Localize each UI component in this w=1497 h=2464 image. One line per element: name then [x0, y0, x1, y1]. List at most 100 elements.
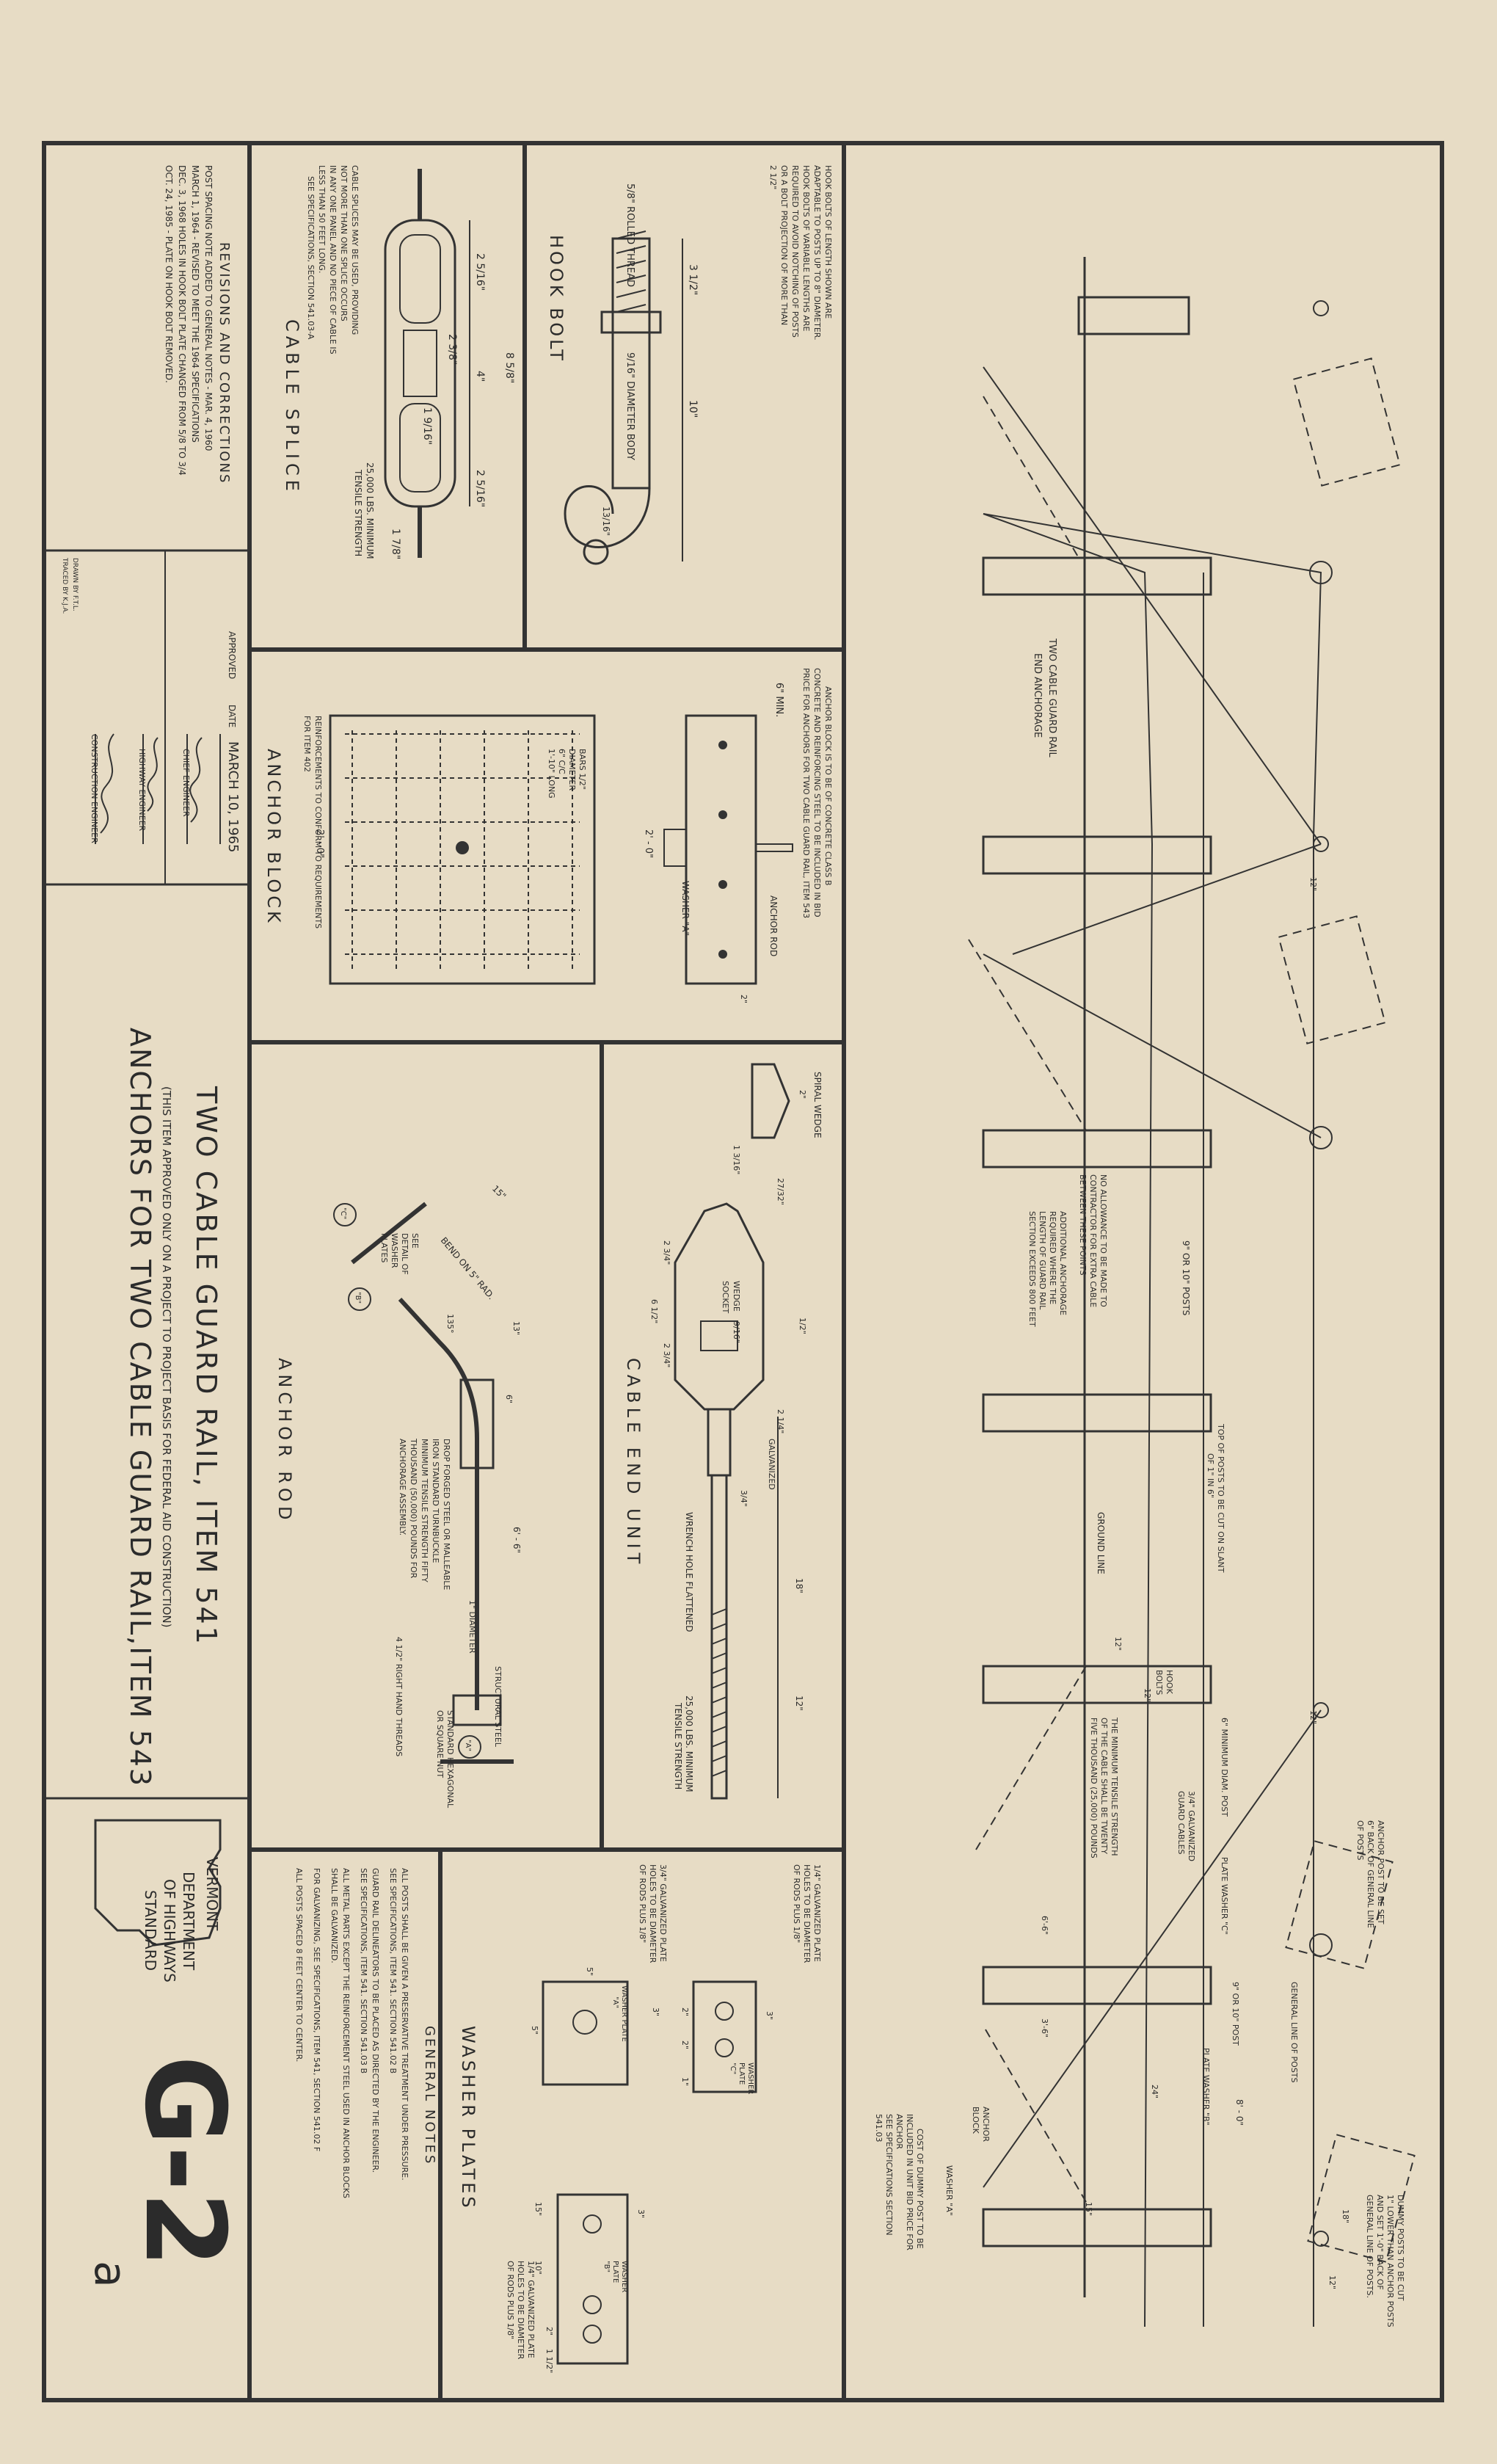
anchor-block-label-2: BLOCK	[971, 2107, 980, 2134]
note-a-2: HOLES TO BE DIAMETER	[648, 1864, 658, 1963]
see-detail-2: DETAIL OF	[400, 1233, 409, 1275]
dummy-posts-3: AND SET 1'-0" BACK OF	[1375, 2195, 1385, 2290]
bars-label-2: DIAMETER	[567, 749, 577, 791]
cable-splice-title: CABLE SPLICE	[282, 319, 302, 495]
washer-dim-4: 1"	[680, 2077, 690, 2086]
washer-a-elev-label: WASHER "A"	[944, 2165, 954, 2216]
general-notes-heading: GENERAL NOTES	[422, 2026, 437, 2165]
nut-label-2: OR SQUARE NUT	[435, 1710, 445, 1778]
see-detail-4: PLATES	[379, 1233, 389, 1262]
end-dim-2: 1 3/16"	[732, 1145, 741, 1174]
revision-line-2: MARCH 1, 1964 - REVISED TO MEET THE 1964…	[190, 165, 200, 443]
anchor-post-3: OF POSTS	[1355, 1820, 1365, 1860]
splice-dim-3: 2 3/8"	[446, 334, 458, 365]
washer-plate-c	[692, 1980, 757, 2093]
hook-note-1: HOOK BOLTS OF LENGTH SHOWN ARE	[823, 165, 833, 319]
plate-washer-c-label: PLATE WASHER "C"	[1220, 1857, 1229, 1935]
washer-a-label: WASHER "A"	[680, 881, 691, 936]
hook-bolt-title: HOOK BOLT	[546, 235, 567, 363]
washer-plates-detail: WASHER PLATES WASHER PLATE "C" WASHER PL…	[458, 1864, 822, 2373]
cable-end-strength-1: 25,000 LBS. MINIMUM	[684, 1696, 694, 1792]
hook-note-4: REQUIRED TO AVOID NOTCHING OF POSTS	[790, 165, 800, 338]
plate-b-2: PLATE	[611, 2261, 619, 2283]
guard-cable-1	[983, 513, 1322, 2327]
washer-dim-1: 3"	[765, 2011, 774, 2020]
anchor-rod-shaft	[398, 1297, 479, 1710]
washer-dim-2: 2"	[680, 2007, 690, 2016]
anchor-rod-label: ANCHOR ROD	[768, 895, 779, 956]
elev-dim-5: 24"	[1150, 2085, 1159, 2098]
approved-label: APPROVED	[227, 631, 237, 679]
washer-a-plate	[663, 829, 687, 867]
posts	[982, 296, 1212, 2247]
drawn-by: DRAWN BY F.T.L.	[71, 558, 79, 611]
bars-label-3: 6" C/C	[557, 749, 567, 774]
threaded-rod	[710, 1474, 728, 1800]
approval-block: APPROVED DATE MARCH 10, 1965 CHIEF ENGIN…	[61, 557, 241, 852]
two-cable-end-1: TWO CABLE GUARD RAIL	[1046, 638, 1057, 758]
revision-line-3: DEC. 3, 1968 HOLES IN HOOK BOLT PLATE CH…	[177, 165, 187, 476]
elev-dim-7: 8' - 0"	[1234, 2099, 1245, 2126]
highway-engineer-label: HIGHWAY ENGINEER	[137, 749, 147, 832]
forged-note-5: ANCHORAGE ASSEMBLY.	[398, 1439, 407, 1536]
washer-plates-title: WASHER PLATES	[458, 2026, 478, 2211]
end-dim-12: 12"	[794, 1696, 804, 1711]
forged-note-4: THOUSAND (50,000) POUNDS FOR	[409, 1438, 418, 1579]
hook-bolt-thread	[616, 230, 646, 313]
end-dim-8: 2 3/4"	[662, 1343, 671, 1367]
plate-b-1: WASHER	[620, 2261, 628, 2292]
cable-splice-detail: 2 5/16" 8 5/8" 2 3/8" 4" 1 9/16" 2 5/16"…	[282, 165, 515, 559]
sheet-number: G-2	[120, 2055, 248, 2268]
chief-engineer-label: CHIEF ENGINEER	[181, 749, 191, 817]
no-allowance-1: NO ALLOWANCE TO BE MADE TO	[1099, 1174, 1108, 1307]
elev-dim-8: 18"	[1341, 2209, 1350, 2223]
no-allowance-3: BETWEEN THESE POINTS	[1078, 1174, 1088, 1276]
two-cable-end-2: END ANCHORAGE	[1032, 653, 1043, 738]
revisions-heading: REVISIONS AND CORRECTIONS	[216, 242, 232, 484]
washer-dim-11: 10"	[533, 2261, 543, 2275]
elev-dim-2: 12"	[1143, 1688, 1152, 1702]
forged-note-1: DROP FORGED STEEL OR MALLEABLE	[442, 1439, 451, 1590]
splice-dim-5: 1 9/16"	[421, 407, 433, 445]
chief-engineer-signature	[189, 737, 203, 823]
min-tensile-3: FIVE THOUSAND (25,000) POUNDS	[1089, 1718, 1099, 1858]
splice-dim-2: 8 5/8"	[503, 352, 515, 383]
guard-cable-2	[983, 513, 1154, 2327]
rod-dim-2: 135°	[445, 1314, 455, 1334]
hook-bolt-body	[611, 237, 651, 490]
splice-dim-4: 4"	[474, 371, 486, 382]
galvanized-label: GALVANIZED	[767, 1439, 776, 1490]
end-dim-9: 2 1/4"	[776, 1409, 785, 1433]
cost-dummy-2: INCLUDED IN UNIT BID PRICE FOR	[905, 2114, 914, 2250]
construction-engineer-signature	[100, 733, 114, 834]
revision-line-1: POST SPACING NOTE ADDED TO GENERAL NOTES…	[203, 165, 214, 451]
construction-engineer-label: CONSTRUCTION ENGINEER	[90, 734, 99, 843]
general-note-4: SEE SPECIFICATIONS, ITEM 541. SECTION 54…	[359, 1868, 368, 2074]
date-value: MARCH 10, 1965	[225, 741, 241, 852]
note-c-2: HOLES TO BE DIAMETER	[802, 1864, 812, 1963]
washer-dim-10: 1 1/2"	[544, 2349, 554, 2373]
plate-washer-b-label: PLATE WASHER "B"	[1201, 2048, 1211, 2126]
splice-strength-1: 25,000 LBS. MINIMUM	[365, 462, 375, 559]
spiral-wedge-label: SPIRAL WEDGE	[812, 1072, 823, 1138]
splice-dim-1: 2 5/16"	[474, 253, 486, 291]
hook-note-3: HOOK BOLTS OF VARIABLE LENGTHS ARE	[801, 165, 811, 332]
agency-line-3: STANDARD	[142, 1890, 159, 1971]
forged-note-2: IRON STANDARD TURNBUCKLE	[431, 1439, 440, 1563]
vermont-outline-icon	[94, 1819, 222, 1947]
additional-anchorage-4: SECTION EXCEEDS 800 FEET	[1027, 1211, 1037, 1327]
hook-note-6: 2 1/2"	[768, 165, 778, 189]
top-of-posts-2: OF 1" IN 6"	[1206, 1453, 1215, 1498]
highway-engineer-signature	[147, 737, 159, 812]
top-of-posts-1: TOP OF POSTS TO BE CUT ON SLANT	[1216, 1423, 1225, 1573]
plate-b-3: "B"	[602, 2261, 611, 2272]
anchor-post-2: 6" BACK OF GENERAL LINE	[1366, 1820, 1375, 1928]
elev-dim-4: 3'-6"	[1040, 2018, 1049, 2038]
cost-dummy-5: 541.03	[874, 2114, 884, 2143]
rod-dim-3: 13"	[511, 1321, 521, 1335]
structural-steel-label: STRUCTURAL STEEL	[493, 1666, 503, 1748]
anchor-block-label-1: ANCHOR	[981, 2107, 991, 2142]
see-detail-3: WASHER	[390, 1233, 399, 1268]
hook-thread-label: 5/8" ROLLED THREAD	[624, 183, 635, 287]
